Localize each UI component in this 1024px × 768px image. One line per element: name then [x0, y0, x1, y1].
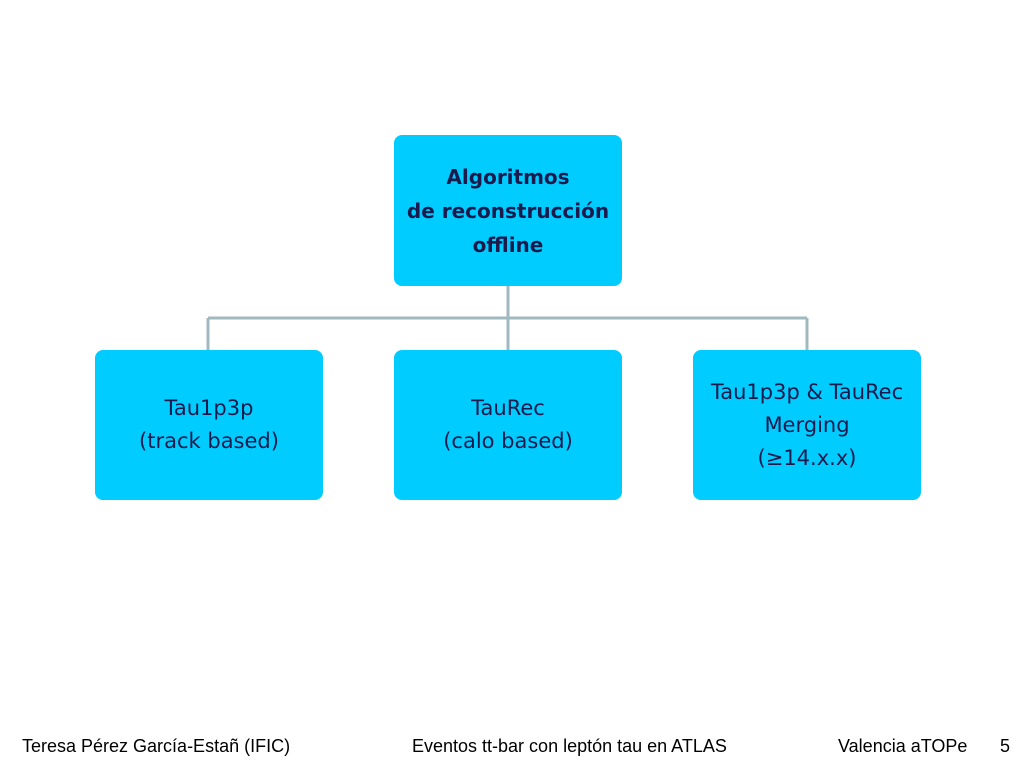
child-node-merging-line-2: Merging: [764, 412, 850, 437]
footer-event-name: Valencia aTOPe: [838, 736, 968, 756]
child-node-taurec-label: TauRec (calo based): [443, 392, 573, 458]
child-node-taurec-line-2: (calo based): [443, 429, 573, 453]
footer-presentation-title: Eventos tt-bar con leptón tau en ATLAS: [412, 736, 727, 756]
child-node-tau1p3p-label: Tau1p3p (track based): [139, 392, 279, 458]
child-node-taurec: TauRec (calo based): [394, 350, 622, 500]
child-node-merging-label: Tau1p3p & TauRec Merging (≥14.x.x): [711, 376, 903, 475]
child-node-tau1p3p-line-1: Tau1p3p: [164, 396, 254, 420]
footer-author: Teresa Pérez García-Estañ (IFIC): [22, 736, 291, 756]
child-node-merging-line-1: Tau1p3p & TauRec: [710, 379, 904, 404]
root-node-line-3: offline: [472, 232, 544, 257]
child-node-merging: Tau1p3p & TauRec Merging (≥14.x.x): [693, 350, 921, 500]
root-node-line-1: Algoritmos: [446, 164, 570, 189]
footer-page-number: 5: [1000, 736, 1011, 756]
child-node-taurec-line-1: TauRec: [471, 396, 545, 420]
root-node-line-2: de reconstrucción: [406, 198, 610, 223]
child-node-tau1p3p-line-2: (track based): [139, 429, 279, 453]
root-node-label: Algoritmos de reconstrucción offline: [407, 160, 609, 262]
child-node-tau1p3p: Tau1p3p (track based): [95, 350, 323, 500]
root-node-offline-reconstruction: Algoritmos de reconstrucción offline: [394, 135, 622, 286]
child-node-merging-line-3: (≥14.x.x): [757, 445, 857, 470]
